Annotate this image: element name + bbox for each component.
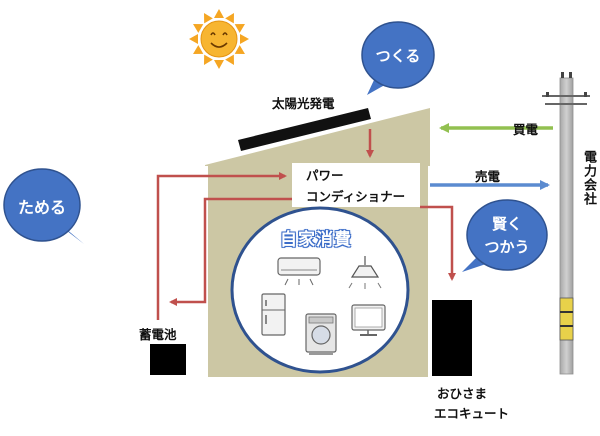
air-conditioner-icon bbox=[277, 257, 321, 286]
ceiling-light-icon bbox=[348, 256, 382, 289]
bubble-make-text: つくる bbox=[375, 47, 421, 65]
label-battery: 蓄電池 bbox=[139, 327, 177, 342]
tv-icon bbox=[351, 304, 386, 336]
arrow-to-ecocute bbox=[420, 205, 456, 281]
arrow-to-conditioner bbox=[156, 172, 287, 320]
sun-icon bbox=[189, 9, 249, 69]
label-self-consumption: 自家消費 bbox=[280, 230, 352, 250]
label-buy-power: 買電 bbox=[513, 122, 539, 137]
ecocute-unit bbox=[432, 300, 472, 376]
arrow-to-battery bbox=[169, 197, 292, 306]
washing-machine-icon bbox=[305, 313, 337, 355]
label-sell-power: 売電 bbox=[475, 169, 501, 184]
battery-unit bbox=[150, 344, 186, 375]
bubble-store-text: ためる bbox=[17, 198, 66, 217]
flow-arrows-red bbox=[156, 129, 456, 320]
solar-panel bbox=[238, 108, 371, 151]
bubble-make bbox=[361, 21, 435, 95]
label-power-conditioner-1: パワー bbox=[306, 168, 344, 183]
label-power-company: 電力会社 bbox=[581, 150, 596, 206]
label-ecocute-2: エコキュート bbox=[434, 406, 510, 421]
label-solar: 太陽光発電 bbox=[272, 96, 335, 111]
power-conditioner-box bbox=[292, 163, 420, 207]
bubble-store bbox=[3, 168, 84, 244]
bubble-smart-text-line1: 賢く bbox=[491, 215, 522, 233]
label-ecocute-1: おひさま bbox=[437, 386, 488, 401]
bubble-smart-text-line2: つかう bbox=[484, 238, 530, 256]
house-roof bbox=[205, 108, 430, 166]
bubble-smart bbox=[462, 199, 548, 272]
utility-pole bbox=[542, 72, 590, 375]
refrigerator-icon bbox=[261, 293, 286, 336]
label-power-conditioner-2: コンディショナー bbox=[306, 189, 406, 204]
